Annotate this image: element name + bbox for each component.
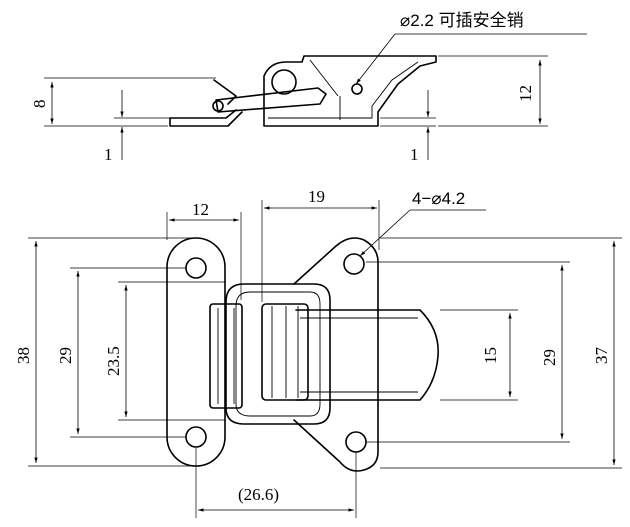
side-view-lever-pivot <box>212 100 224 112</box>
dim-label-12-right: 12 <box>516 85 535 102</box>
side-view-bracket-line <box>309 59 341 120</box>
dim-label-1-left: 1 <box>104 145 113 164</box>
dim-label-19: 19 <box>308 187 325 206</box>
front-view-dimensions: 12 19 4−⌀4.2 38 29 23.5 15 29 <box>14 187 622 518</box>
roller <box>261 303 309 401</box>
dim-label-26-6: (26.6) <box>238 485 279 504</box>
dim-label-1-right: 1 <box>410 145 419 164</box>
lever-bar <box>209 303 243 409</box>
side-view-right-body-inner <box>268 61 419 119</box>
side-view-dimensions: ⌀2.2 可插安全销 8 1 1 12 <box>30 11 587 164</box>
right-plate <box>293 237 379 472</box>
dim-label-12-top: 12 <box>192 200 209 219</box>
dim-label-8: 8 <box>30 100 49 109</box>
left-plate <box>166 237 226 467</box>
mount-hole-top-left <box>185 257 207 279</box>
hinge-housing-inner <box>235 291 321 417</box>
hole-callout-text: 4−⌀4.2 <box>412 189 465 208</box>
hook-tongue <box>295 309 439 401</box>
dim-label-29-right: 29 <box>540 349 559 366</box>
dim-label-29-left: 29 <box>56 347 75 364</box>
pin-callout-leader <box>355 33 396 85</box>
hole-callout-leader <box>359 209 411 257</box>
dim-label-37: 37 <box>592 347 611 365</box>
dim-label-23-5: 23.5 <box>104 346 123 376</box>
front-view <box>166 237 439 472</box>
pin-callout-text: ⌀2.2 可插安全销 <box>400 11 524 30</box>
dim-label-38: 38 <box>14 347 33 364</box>
side-view-pin-hole <box>351 83 363 95</box>
side-view <box>169 55 437 127</box>
side-view-left-plate <box>169 109 243 127</box>
side-view-lever <box>213 79 327 113</box>
side-view-right-body <box>263 55 437 127</box>
dim-label-15: 15 <box>481 347 500 364</box>
hinge-housing <box>225 283 331 425</box>
mount-hole-bottom-right <box>345 431 367 453</box>
mount-hole-top-right <box>343 253 365 275</box>
mount-hole-bottom-left <box>185 426 207 448</box>
side-view-roller <box>271 69 297 95</box>
